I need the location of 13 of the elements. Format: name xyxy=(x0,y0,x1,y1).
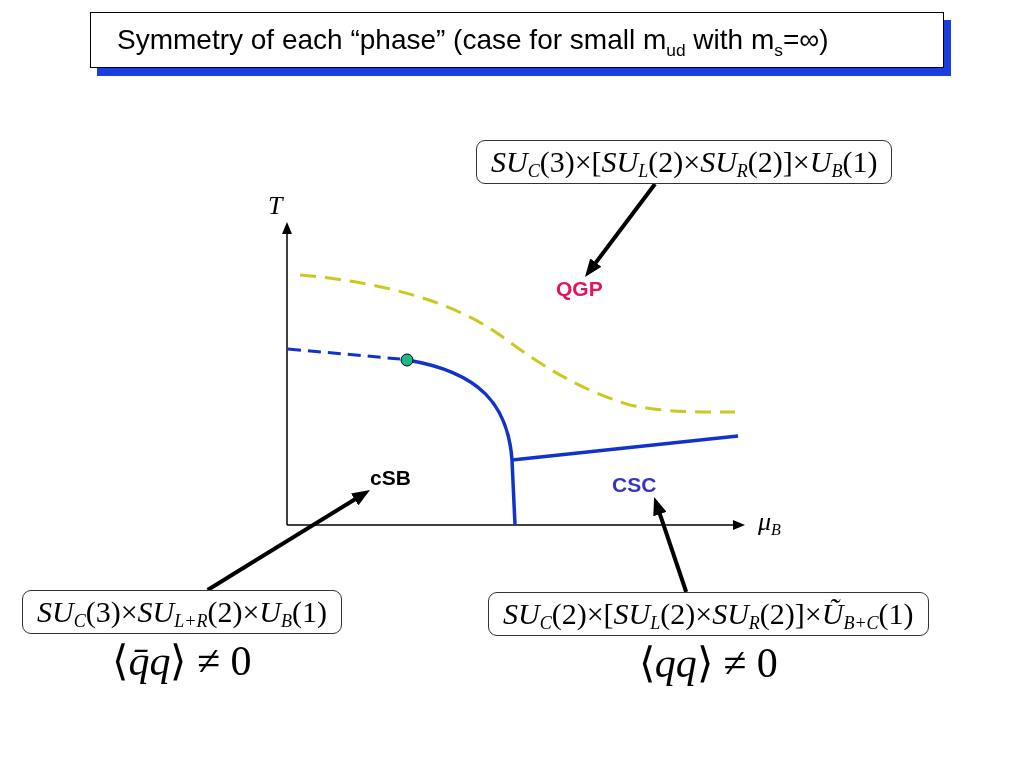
formula-box: SU$_{C}$(3)×SU$_{L+R}$(2)×U$_{B}$(1) xyxy=(22,590,342,634)
condensate-formula: ⟨q̄q⟩ ≠ 0 xyxy=(111,637,253,686)
formula-box: SU$_{C}$(2)×[SU$_{L}$(2)×SU$_{R}$(2)]×Ũ$_{B+C}$(1) xyxy=(488,592,929,636)
arrow xyxy=(653,497,689,593)
axis-label: T xyxy=(268,192,283,220)
arrow xyxy=(585,182,657,277)
arrow xyxy=(206,490,370,592)
phase-label: CSC xyxy=(612,473,657,497)
phase-label: QGP xyxy=(556,277,603,301)
axis-label: μ$_{B}$ xyxy=(758,508,781,536)
phase-label: cSB xyxy=(370,466,411,490)
formula-box: SU$_{C}$(3)×[SU$_{L}$(2)×SU$_{R}$(2)]×U$_{B}$(1) xyxy=(476,140,893,184)
condensate-formula: ⟨qq⟩ ≠ 0 xyxy=(637,639,779,688)
